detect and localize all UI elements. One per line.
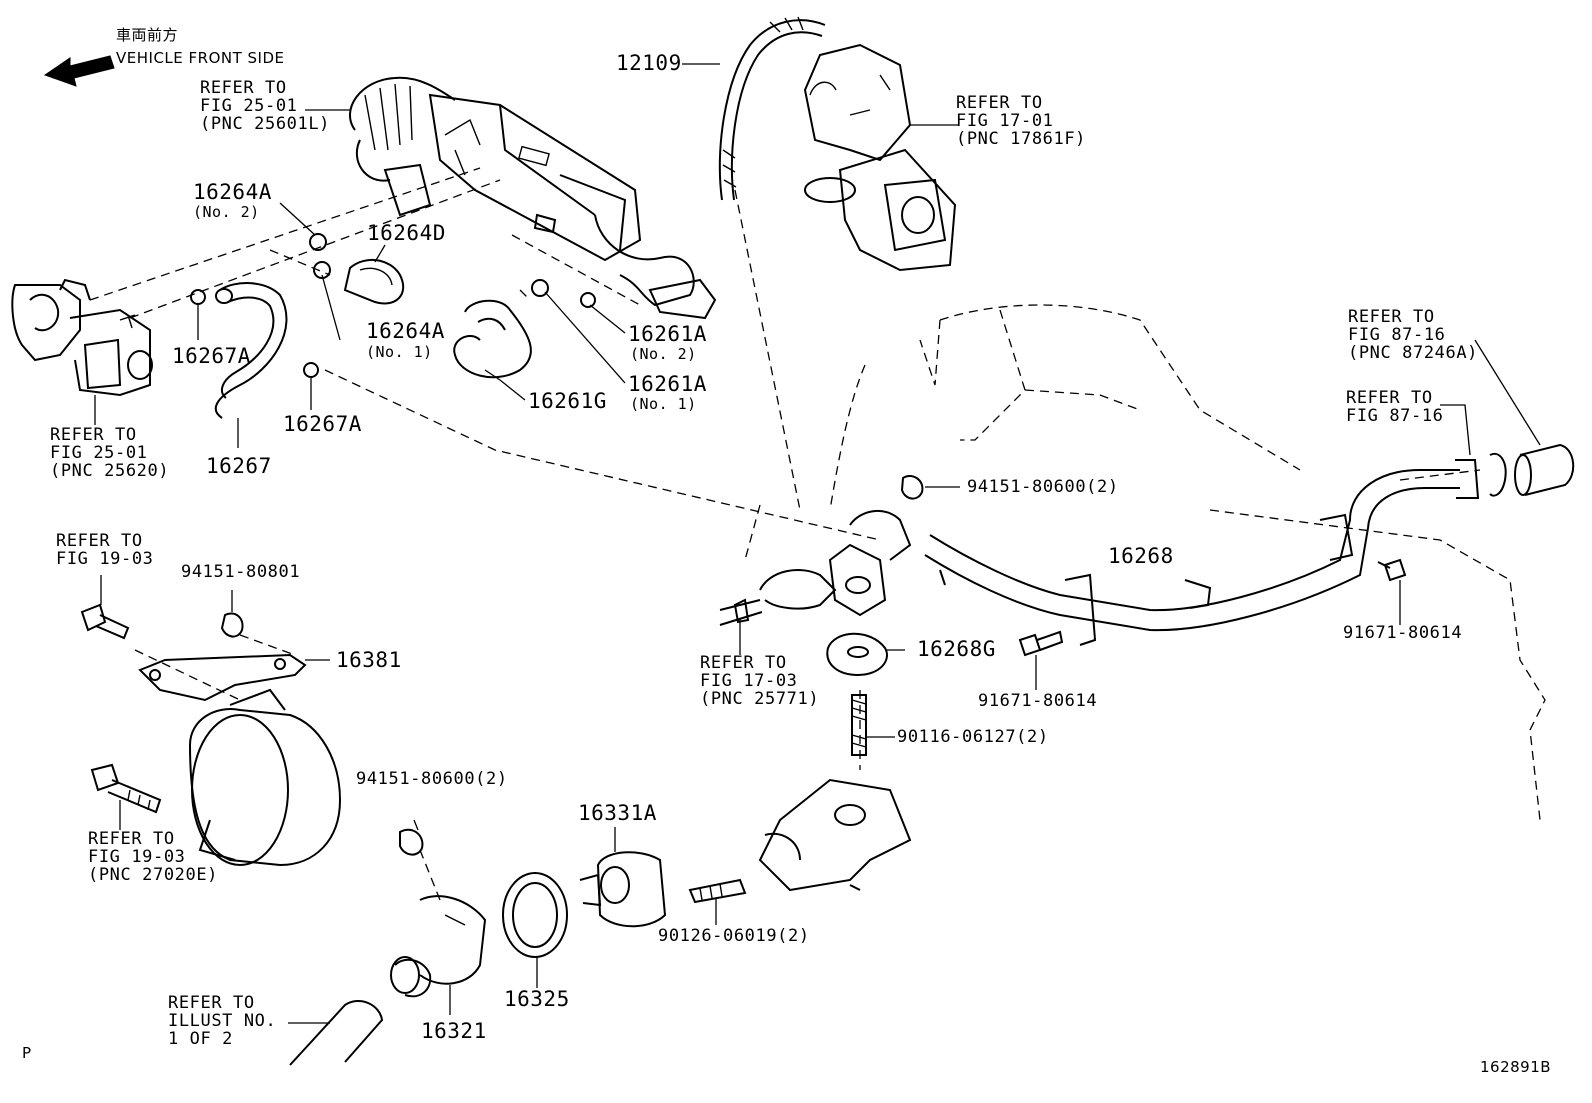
gasket-16268g-drawing	[826, 632, 888, 677]
water-inlet-16321-drawing	[390, 895, 487, 998]
front-label-jp: 車両前方	[116, 26, 179, 44]
part-sublabel-16261a-no2: (No. 2)	[630, 345, 697, 363]
part-label-16381: 16381	[336, 648, 402, 672]
part-label-16261g: 16261G	[528, 389, 607, 413]
pump-drawing	[188, 688, 342, 867]
leader-lines	[94, 63, 1541, 1024]
part-label-16268: 16268	[1108, 544, 1174, 568]
part-label-91671-80614-right: 91671-80614	[1343, 623, 1463, 643]
part-sublabel-16264a-no2: (No. 2)	[193, 203, 260, 221]
part-label-94151-80600-bot: 94151-80600(2)	[356, 769, 508, 789]
bracket-16381-drawing	[138, 653, 307, 702]
vehicle-front-arrow-icon	[43, 55, 115, 87]
part-label-91671-80614-mid: 91671-80614	[978, 691, 1098, 711]
bypass-pipe-drawing	[719, 443, 1575, 646]
part-label-16331a: 16331A	[578, 801, 657, 825]
part-label-16321: 16321	[421, 1019, 487, 1043]
water-inlet-drawing	[758, 778, 912, 892]
part-label-16268g: 16268G	[917, 637, 996, 661]
part-label-94151-80801: 94151-80801	[181, 562, 301, 582]
part-label-16261a-no1: 16261A	[628, 372, 707, 396]
egr-cooler-drawing	[349, 76, 717, 320]
part-label-12109: 12109	[616, 51, 682, 75]
part-label-16261a-no2: 16261A	[628, 322, 707, 346]
figure-code: 162891B	[1480, 1058, 1552, 1076]
engine-outline	[744, 304, 1546, 821]
stud-90126-drawing	[688, 878, 747, 904]
part-label-90116: 90116-06127(2)	[897, 727, 1049, 747]
thermostat-drawing	[579, 851, 667, 928]
part-label-16267a-left: 16267A	[172, 344, 251, 368]
corner-mark: P	[22, 1044, 32, 1062]
part-sublabel-16264a-no1: (No. 1)	[366, 343, 433, 361]
part-label-16264a-no2: 16264A	[193, 180, 272, 204]
part-sublabel-16261a-no1: (No. 1)	[630, 395, 697, 413]
gasket-16325-drawing	[502, 872, 568, 958]
breather-hose-drawing	[718, 16, 826, 201]
part-label-16325: 16325	[504, 987, 570, 1011]
part-label-16267: 16267	[206, 454, 272, 478]
bolts-drawing	[80, 474, 1407, 856]
part-label-90126: 90126-06019(2)	[658, 926, 810, 946]
egr-cooler-bracket-drawing	[803, 43, 957, 272]
part-label-16264a-no1: 16264A	[366, 319, 445, 343]
front-label-en: VEHICLE FRONT SIDE	[116, 49, 285, 67]
part-label-16267a-right: 16267A	[283, 412, 362, 436]
part-label-16264d: 16264D	[367, 221, 446, 245]
stud-90116-drawing	[851, 694, 867, 756]
egr-valve-drawing	[11, 278, 153, 397]
lower-hose-drawing	[289, 1000, 384, 1066]
hoses-drawing	[190, 233, 596, 419]
assembly-lines	[89, 167, 881, 901]
part-label-94151-80600-top: 94151-80600(2)	[967, 477, 1119, 497]
